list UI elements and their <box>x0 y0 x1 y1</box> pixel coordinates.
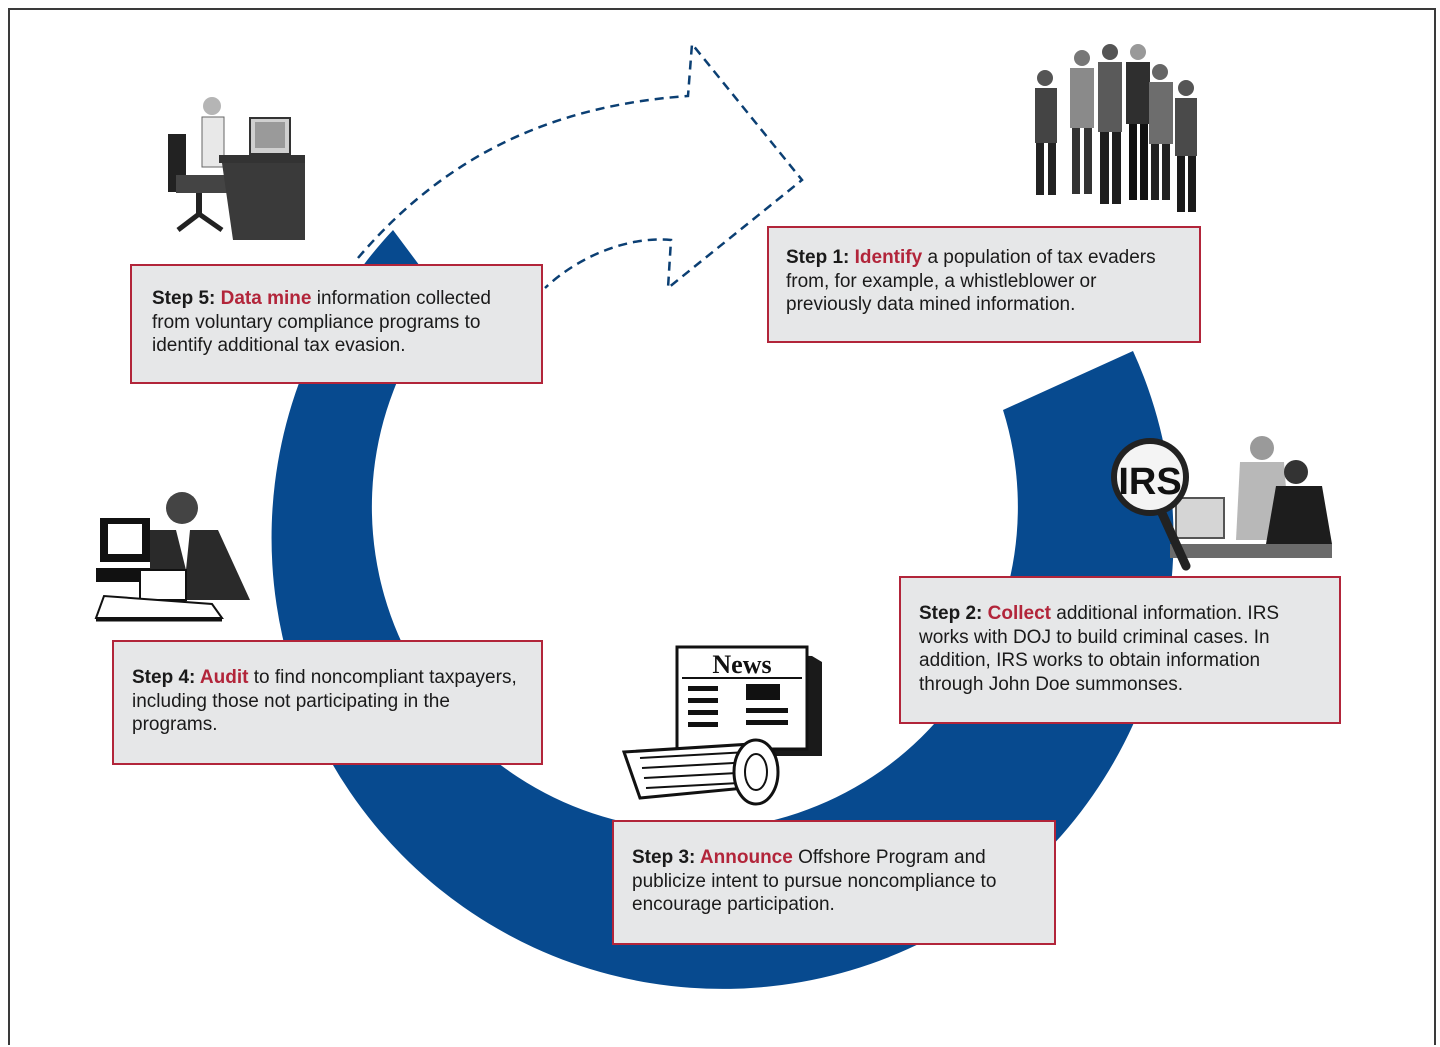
step-4-box: Step 4: Audit to find noncompliant taxpa… <box>112 640 543 765</box>
step-4-text: to find noncompliant taxpayers, includin… <box>132 667 517 735</box>
step-1-text: a population of tax evaders from, for ex… <box>786 247 1156 315</box>
step-2-label: Step 2: <box>919 603 988 624</box>
newspaper-masthead-text: News <box>712 650 771 679</box>
step-1-box: Step 1: Identify a population of tax eva… <box>767 226 1201 343</box>
step-5-box: Step 5: Data mine information collected … <box>130 264 543 384</box>
step-3-box: Step 3: Announce Offshore Program and pu… <box>612 820 1056 945</box>
newspaper-icon: News <box>621 645 822 806</box>
cycle-ring <box>271 230 1174 989</box>
step-2-text: additional information. IRS works with D… <box>919 603 1280 695</box>
step-4-label: Step 4: <box>132 667 200 688</box>
dashed-cycle-arrow <box>357 40 804 291</box>
auditor-at-desk-icon <box>94 492 250 622</box>
step-4-keyword: Audit <box>199 667 249 688</box>
analyst-at-computer-icon <box>168 97 305 240</box>
irs-investigators-icon: IRS <box>1111 436 1332 571</box>
step-1-label: Step 1: <box>786 247 855 268</box>
step-5-label: Step 5: <box>152 288 221 309</box>
step-2-box: Step 2: Collect additional information. … <box>899 576 1341 724</box>
step-5-keyword: Data mine <box>220 288 312 309</box>
step-2-keyword: Collect <box>987 603 1051 624</box>
crowd-of-people-icon <box>1035 44 1197 212</box>
step-1-keyword: Identify <box>854 247 923 268</box>
step-3-keyword: Announce <box>699 847 793 868</box>
step-3-text: Offshore Program and publicize intent to… <box>632 847 997 915</box>
step-5-text: information collected from voluntary com… <box>152 288 491 356</box>
irs-logo-text: IRS <box>1118 461 1181 503</box>
step-3-label: Step 3: <box>632 847 700 868</box>
